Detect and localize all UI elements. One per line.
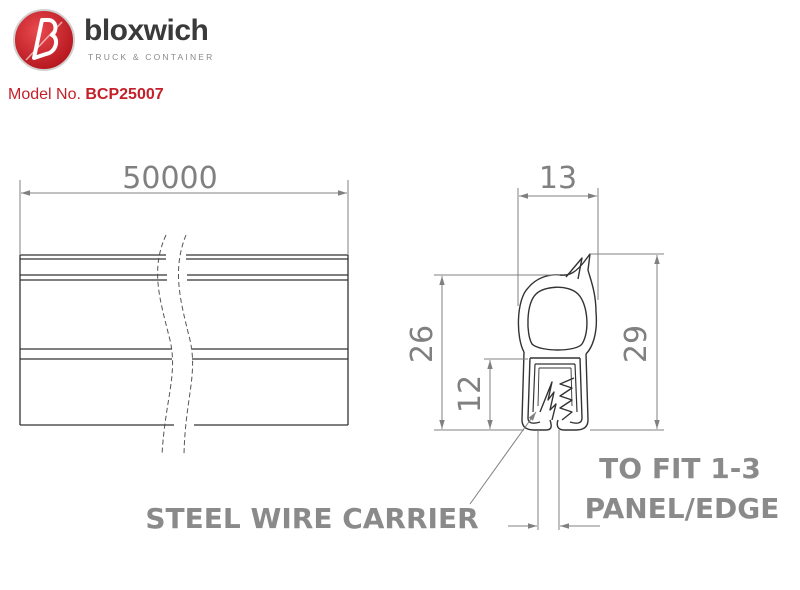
width-dimension [517, 188, 599, 306]
inner-height-label: 26 [405, 325, 440, 363]
brand-tagline: TRUCK & CONTAINER [88, 52, 215, 62]
width-label: 13 [539, 161, 577, 196]
carrier-callout: STEEL WIRE CARRIER [145, 502, 478, 535]
profile-section [517, 253, 598, 431]
length-label: 50000 [122, 161, 217, 196]
model-number-line: Model No. BCP25007 [8, 86, 164, 104]
carrier-height-dimension [484, 358, 528, 429]
break-lines [157, 234, 194, 456]
model-number: BCP25007 [85, 86, 164, 103]
carrier-leader-line [469, 411, 537, 505]
outer-height-dimension [590, 253, 664, 431]
brand-name: bloxwich [84, 14, 209, 47]
inner-height-dimension [434, 274, 560, 431]
length-dimension [19, 180, 349, 255]
fit-callout-line1: TO FIT 1-3 [599, 452, 761, 485]
side-view-strip [19, 254, 349, 426]
bloxwich-logo-icon [13, 9, 75, 71]
panel-edge-dimension [508, 430, 600, 530]
model-label: Model No. [8, 86, 81, 103]
carrier-height-label: 12 [453, 375, 488, 413]
outer-height-label: 29 [619, 325, 654, 363]
fit-callout-line2: PANEL/EDGE [585, 492, 780, 525]
